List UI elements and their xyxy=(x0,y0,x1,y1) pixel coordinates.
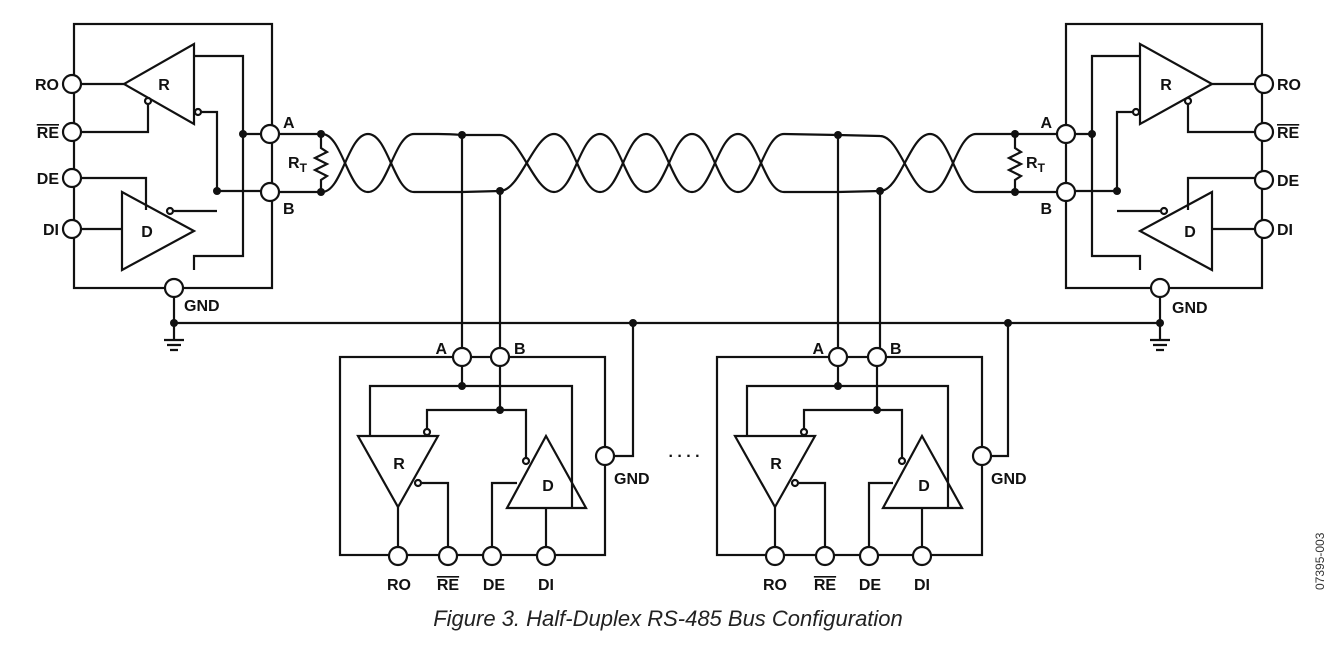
left-transceiver: R D RO RE DE DI A B GND xyxy=(35,22,295,315)
left-receiver-label: R xyxy=(158,77,170,94)
right-re-label: RE xyxy=(1277,125,1300,142)
bottom-right-di-label: DI xyxy=(914,577,930,594)
right-transceiver: R D RO RE DE DI A B GND xyxy=(1040,22,1301,317)
right-termination-resistor: RT xyxy=(1006,130,1057,196)
bottom-left-de-pin xyxy=(481,545,503,567)
right-rt-label: RT xyxy=(1026,155,1046,175)
right-receiver-label: R xyxy=(1160,77,1172,94)
left-di-pin xyxy=(61,218,83,240)
right-b-label: B xyxy=(1040,201,1052,218)
bottom-right-re-pin xyxy=(814,545,836,567)
bottom-left-ro-label: RO xyxy=(387,577,411,594)
left-re-label: RE xyxy=(37,125,60,142)
bottom-right-b-pin xyxy=(866,346,888,368)
bottom-right-transceiver: R D A B GND RO RE DE DI xyxy=(715,341,1027,594)
figure-id: 07395-003 xyxy=(1313,532,1327,590)
bottom-left-transceiver: R D A B GND RO RE DE DI xyxy=(338,341,650,594)
left-gnd-label: GND xyxy=(184,298,220,315)
bottom-left-di-label: DI xyxy=(538,577,554,594)
bottom-right-receiver-label: R xyxy=(770,456,782,473)
bottom-right-b-label: B xyxy=(890,341,902,358)
bottom-left-receiver-label: R xyxy=(393,456,405,473)
right-driver-label: D xyxy=(1184,224,1196,241)
bottom-right-ro-label: RO xyxy=(763,577,787,594)
bottom-right-gnd-label: GND xyxy=(991,471,1027,488)
right-gnd-pin xyxy=(1149,277,1171,299)
bottom-right-re-label: RE xyxy=(814,577,837,594)
left-ro-pin xyxy=(61,73,83,95)
bottom-right-de-pin xyxy=(858,545,880,567)
bottom-right-di-pin xyxy=(911,545,933,567)
bottom-left-gnd-pin xyxy=(594,445,616,467)
bottom-left-b-pin xyxy=(489,346,511,368)
bottom-right-receiver xyxy=(733,434,817,510)
right-b-pin xyxy=(1055,181,1077,203)
bus-wire-b xyxy=(321,132,1014,194)
left-termination-resistor: RT xyxy=(279,130,330,196)
bottom-right-ro-pin xyxy=(764,545,786,567)
left-re-pin xyxy=(61,121,83,143)
right-ro-pin xyxy=(1253,73,1275,95)
bottom-right-a-label: A xyxy=(812,341,824,358)
right-a-label: A xyxy=(1040,115,1052,132)
bottom-left-driver-label: D xyxy=(542,478,554,495)
right-di-pin xyxy=(1253,218,1275,240)
ground-bus xyxy=(174,319,1160,458)
left-de-label: DE xyxy=(37,171,60,188)
left-receiver xyxy=(121,42,196,126)
bottom-left-re-pin xyxy=(437,545,459,567)
bottom-left-a-pin xyxy=(451,346,473,368)
bottom-left-b-label: B xyxy=(514,341,526,358)
left-rt-label: RT xyxy=(288,155,308,175)
bottom-right-gnd-pin xyxy=(971,445,993,467)
more-nodes-ellipsis: . . . . xyxy=(668,444,699,461)
twisted-pair-bus xyxy=(321,131,1014,348)
bottom-left-ro-pin xyxy=(387,545,409,567)
left-a-label: A xyxy=(283,115,295,132)
bottom-left-di-pin xyxy=(535,545,557,567)
right-ro-label: RO xyxy=(1277,77,1301,94)
figure-caption: Figure 3. Half-Duplex RS-485 Bus Configu… xyxy=(433,606,903,631)
bottom-right-a-pin xyxy=(827,346,849,368)
bus-wire-a xyxy=(321,132,1014,194)
right-de-pin xyxy=(1253,169,1275,191)
left-gnd-pin xyxy=(163,277,185,299)
left-ground xyxy=(164,297,184,352)
left-ro-label: RO xyxy=(35,77,59,94)
bottom-left-re-label: RE xyxy=(437,577,460,594)
left-b-label: B xyxy=(283,201,295,218)
bottom-right-de-label: DE xyxy=(859,577,882,594)
bottom-left-receiver xyxy=(356,434,440,510)
left-driver-label: D xyxy=(141,224,153,241)
right-re-pin xyxy=(1253,121,1275,143)
right-di-label: DI xyxy=(1277,222,1293,239)
bottom-left-a-label: A xyxy=(435,341,447,358)
left-di-label: DI xyxy=(43,222,59,239)
left-a-pin xyxy=(259,123,281,145)
right-de-label: DE xyxy=(1277,173,1300,190)
left-b-pin xyxy=(259,181,281,203)
left-de-pin xyxy=(61,167,83,189)
left-driver xyxy=(120,190,197,272)
bottom-right-driver-label: D xyxy=(918,478,930,495)
bottom-left-de-label: DE xyxy=(483,577,506,594)
right-gnd-label: GND xyxy=(1172,300,1208,317)
right-a-pin xyxy=(1055,123,1077,145)
bottom-left-gnd-label: GND xyxy=(614,471,650,488)
right-receiver xyxy=(1138,42,1215,126)
right-driver xyxy=(1137,190,1214,272)
